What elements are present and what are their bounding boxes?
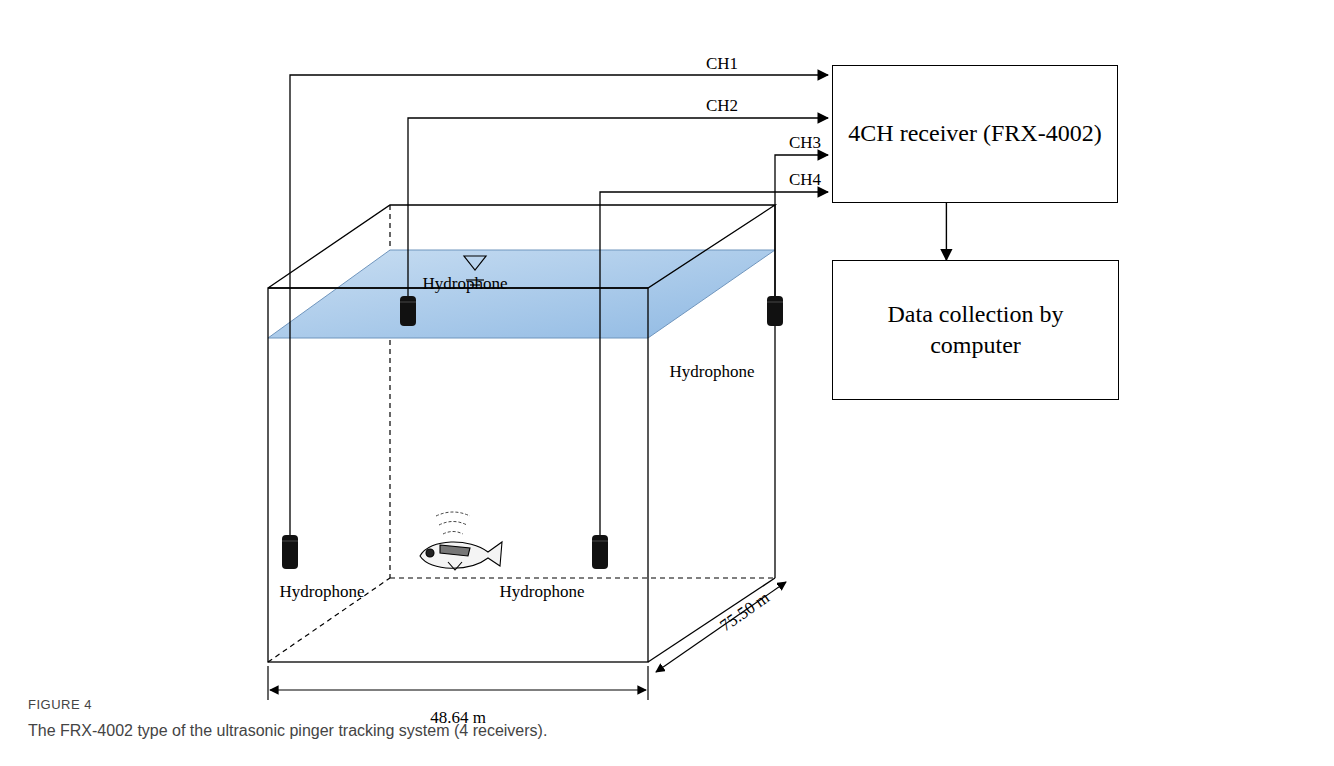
dimension-label: 75.50 m (716, 588, 773, 636)
hydrophone-label: Hydrophone (280, 582, 365, 602)
channel-label: CH3 (789, 133, 821, 153)
hydrophone-label: Hydrophone (500, 582, 585, 602)
data-arrow (946, 203, 947, 260)
hydrophone-label: Hydrophone (670, 362, 755, 382)
box-text: 4CH receiver (FRX-4002) (848, 118, 1101, 149)
figure-number: FIGURE 4 (28, 697, 92, 712)
channel-label: CH2 (706, 96, 738, 116)
computer-box: Data collection by computer (832, 260, 1119, 400)
figure-caption: The FRX-4002 type of the ultrasonic ping… (28, 722, 547, 740)
hydrophone-label: Hydrophone (423, 274, 508, 294)
receiver-box: 4CH receiver (FRX-4002) (832, 65, 1118, 203)
channel-label: CH4 (789, 170, 821, 190)
box-text: Data collection by computer (847, 299, 1104, 361)
channel-label: CH1 (706, 54, 738, 74)
